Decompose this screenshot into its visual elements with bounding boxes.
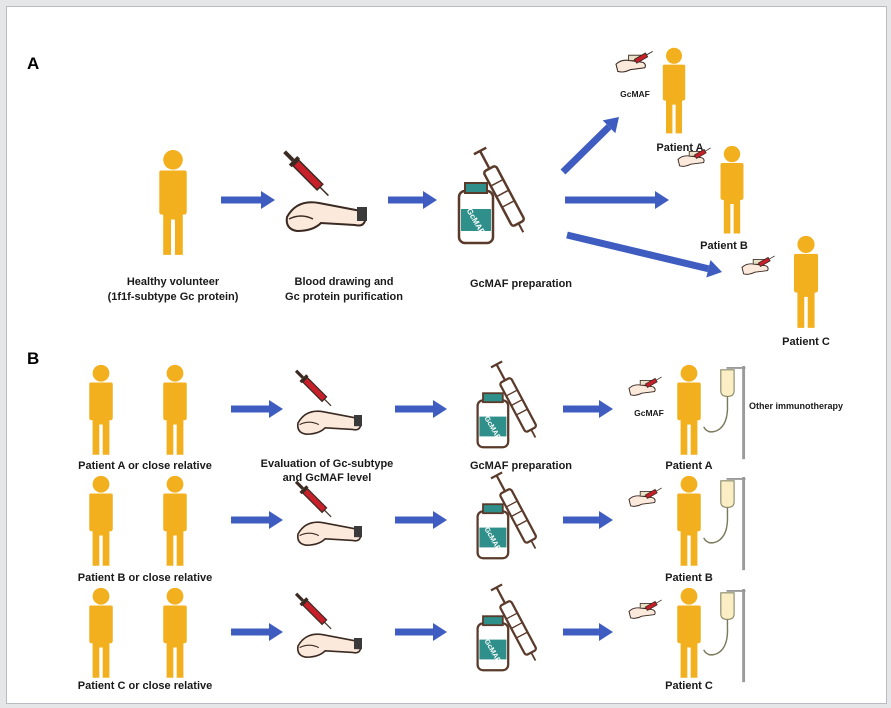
arrow-icon xyxy=(221,191,275,209)
person-icon xyxy=(662,47,686,134)
arrow-icon xyxy=(231,400,283,418)
person-icon xyxy=(677,364,701,455)
prep-label: GcMAF preparation xyxy=(470,460,572,472)
person-icon xyxy=(89,587,113,678)
arrow-icon xyxy=(388,191,437,209)
vial-syringe-icon xyxy=(476,471,543,560)
iv-drip-icon xyxy=(702,587,747,684)
person-icon xyxy=(677,587,701,678)
source-label: Patient B or close relative xyxy=(78,572,213,584)
injection-icon xyxy=(628,374,664,396)
donor-label-sub: (1f1f-subtype Gc protein) xyxy=(108,291,239,303)
eval-label: Evaluation of Gc-subtype xyxy=(261,458,394,470)
therapy-label: Other immunotherapy xyxy=(749,401,843,411)
injection-icon xyxy=(615,48,655,73)
vial-syringe-icon xyxy=(457,146,531,245)
patient-label: Patient C xyxy=(665,680,713,692)
source-label: Patient A or close relative xyxy=(78,460,212,472)
patient-label: Patient C xyxy=(782,336,830,348)
patient-label: Patient A xyxy=(665,460,712,472)
injection-tag: GcMAF xyxy=(634,408,664,418)
gcmaf-diagram: GcMAF xyxy=(27,47,843,692)
arrow-icon xyxy=(560,117,619,175)
eval-label-sub: and GcMAF level xyxy=(283,472,372,484)
vial-syringe-icon xyxy=(476,583,543,672)
blood-draw-icon xyxy=(291,477,363,547)
arrow-icon xyxy=(566,231,722,278)
source-label: Patient C or close relative xyxy=(78,680,213,692)
person-icon xyxy=(89,475,113,566)
arrow-icon xyxy=(395,623,447,641)
injection-icon xyxy=(741,253,777,275)
iv-drip-icon xyxy=(702,364,747,461)
person-icon xyxy=(677,475,701,566)
arrow-icon xyxy=(395,400,447,418)
person-icon xyxy=(163,587,187,678)
panel-b-letter: B xyxy=(27,349,39,368)
prep-label: GcMAF preparation xyxy=(470,278,572,290)
blood-draw-label: Blood drawing and xyxy=(295,276,394,288)
iv-drip-icon xyxy=(702,475,747,572)
patient-label: Patient B xyxy=(665,572,713,584)
vial-syringe-icon xyxy=(476,360,543,449)
injection-tag: GcMAF xyxy=(620,89,650,99)
blood-draw-icon xyxy=(291,366,363,436)
person-icon xyxy=(163,475,187,566)
arrow-icon xyxy=(563,400,613,418)
arrow-icon xyxy=(565,191,669,209)
blood-draw-label-sub: Gc protein purification xyxy=(285,291,403,303)
person-icon xyxy=(720,145,744,234)
blood-draw-icon xyxy=(291,589,363,659)
arrow-icon xyxy=(231,511,283,529)
injection-icon xyxy=(628,597,664,619)
patient-label: Patient B xyxy=(700,240,748,252)
figure: GcMAF xyxy=(6,6,887,704)
panel-a-letter: A xyxy=(27,54,39,73)
injection-icon xyxy=(628,485,664,507)
person-icon xyxy=(793,235,819,328)
person-icon xyxy=(163,364,187,455)
arrow-icon xyxy=(563,511,613,529)
donor-label: Healthy volunteer xyxy=(127,276,220,288)
blood-draw-icon xyxy=(279,146,368,232)
arrow-icon xyxy=(231,623,283,641)
arrow-icon xyxy=(395,511,447,529)
arrow-icon xyxy=(563,623,613,641)
person-icon xyxy=(159,149,187,255)
person-icon xyxy=(89,364,113,455)
